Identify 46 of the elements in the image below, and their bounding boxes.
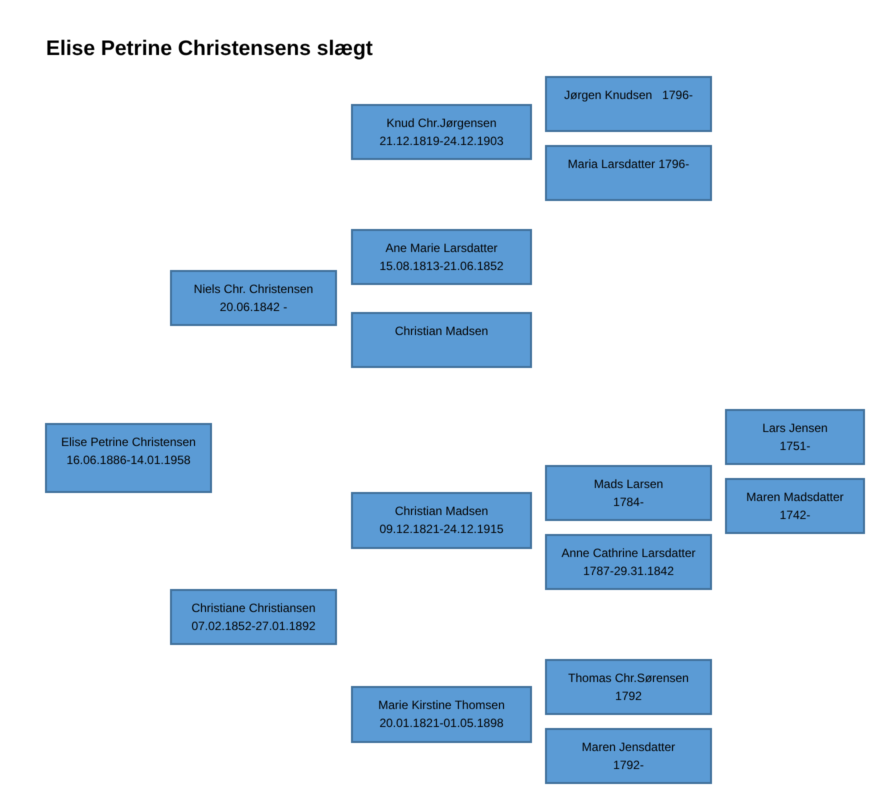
person-name: Lars Jensen xyxy=(762,420,828,437)
person-name: Christian Madsen xyxy=(394,503,488,520)
diagram-title: Elise Petrine Christensens slægt xyxy=(46,36,373,62)
life-dates: 1792- xyxy=(613,757,644,774)
life-dates: 1751- xyxy=(780,438,810,455)
life-dates: 1792 xyxy=(615,688,642,705)
person-box xyxy=(351,492,532,549)
life-dates: 16.06.1886-14.01.1958 xyxy=(66,452,191,469)
life-dates: 20.06.1842 - xyxy=(220,299,288,316)
person-box xyxy=(170,270,337,326)
person-box xyxy=(351,686,532,743)
person-box xyxy=(545,465,712,521)
life-dates: 07.02.1852-27.01.1892 xyxy=(191,618,316,635)
life-dates: 20.01.1821-01.05.1898 xyxy=(379,715,504,732)
person-name: Christian Madsen xyxy=(394,323,488,340)
person-box xyxy=(725,478,865,534)
person-name: Thomas Chr.Sørensen xyxy=(568,670,689,687)
life-dates: 1787-29.31.1842 xyxy=(583,563,674,580)
person-box xyxy=(45,423,212,493)
person-name: Maria Larsdatter 1796- xyxy=(568,156,690,173)
life-dates: 1742- xyxy=(780,507,810,524)
life-dates: 09.12.1821-24.12.1915 xyxy=(379,521,504,538)
person-box xyxy=(545,145,712,201)
person-box xyxy=(351,312,532,368)
person-box xyxy=(545,659,712,715)
person-name: Jørgen Knudsen 1796- xyxy=(564,87,693,104)
person-name: Elise Petrine Christensen xyxy=(61,434,196,451)
person-box xyxy=(725,409,865,465)
life-dates: 21.12.1819-24.12.1903 xyxy=(379,133,504,150)
person-box xyxy=(545,76,712,132)
person-box xyxy=(170,589,337,645)
person-name: Marie Kirstine Thomsen xyxy=(378,697,505,714)
life-dates: 15.08.1813-21.06.1852 xyxy=(379,258,504,275)
person-name: Mads Larsen xyxy=(594,476,664,493)
person-name: Maren Jensdatter xyxy=(582,739,676,756)
person-name: Christiane Christiansen xyxy=(191,600,316,617)
person-box xyxy=(351,104,532,160)
person-name: Niels Chr. Christensen xyxy=(194,281,314,298)
person-name: Anne Cathrine Larsdatter xyxy=(561,545,696,562)
person-box xyxy=(545,728,712,784)
life-dates: 1784- xyxy=(613,494,644,511)
person-box xyxy=(545,534,712,590)
person-name: Knud Chr.Jørgensen xyxy=(386,115,497,132)
person-box xyxy=(351,229,532,285)
person-name: Maren Madsdatter xyxy=(746,489,844,506)
person-name: Ane Marie Larsdatter xyxy=(385,240,498,257)
